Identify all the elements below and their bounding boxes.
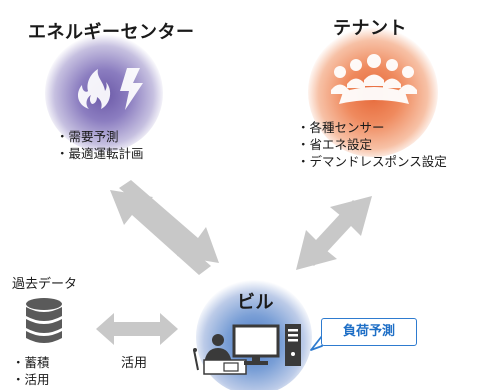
database-icon (26, 298, 62, 343)
past-data-list: 蓄積 活用 (12, 354, 50, 388)
energy-center-list: 需要予測 最適運転計画 (56, 128, 144, 162)
building-icons (193, 324, 301, 375)
meeting-people-icon (331, 54, 417, 104)
list-item: 蓄積 (12, 354, 50, 371)
energy-icons (77, 68, 143, 110)
list-item: 各種センサー (297, 119, 447, 136)
energy-center-title: エネルギーセンター (28, 22, 195, 43)
lightning-icon (120, 68, 143, 110)
pc-tower-icon (285, 324, 301, 366)
list-item: 最適運転計画 (56, 145, 144, 162)
list-item: 需要予測 (56, 128, 144, 145)
load-forecast-callout: 負荷予測 (321, 318, 417, 346)
link-label: 活用 (121, 356, 148, 371)
list-item: 活用 (12, 371, 50, 388)
list-item: 省エネ設定 (297, 136, 447, 153)
list-item: デマンドレスポンス設定 (297, 153, 447, 170)
arrow-energy-building (110, 180, 219, 275)
building-title: ビル (237, 292, 274, 313)
tenant-title: テナント (333, 18, 407, 39)
fire-icon (77, 69, 111, 109)
arrow-tenant-building (296, 196, 372, 270)
arrow-data-building (96, 313, 178, 345)
tenant-list: 各種センサー 省エネ設定 デマンドレスポンス設定 (297, 119, 447, 170)
person-icon (193, 334, 247, 375)
monitor-icon (232, 324, 280, 365)
past-data-title: 過去データ (12, 277, 78, 292)
